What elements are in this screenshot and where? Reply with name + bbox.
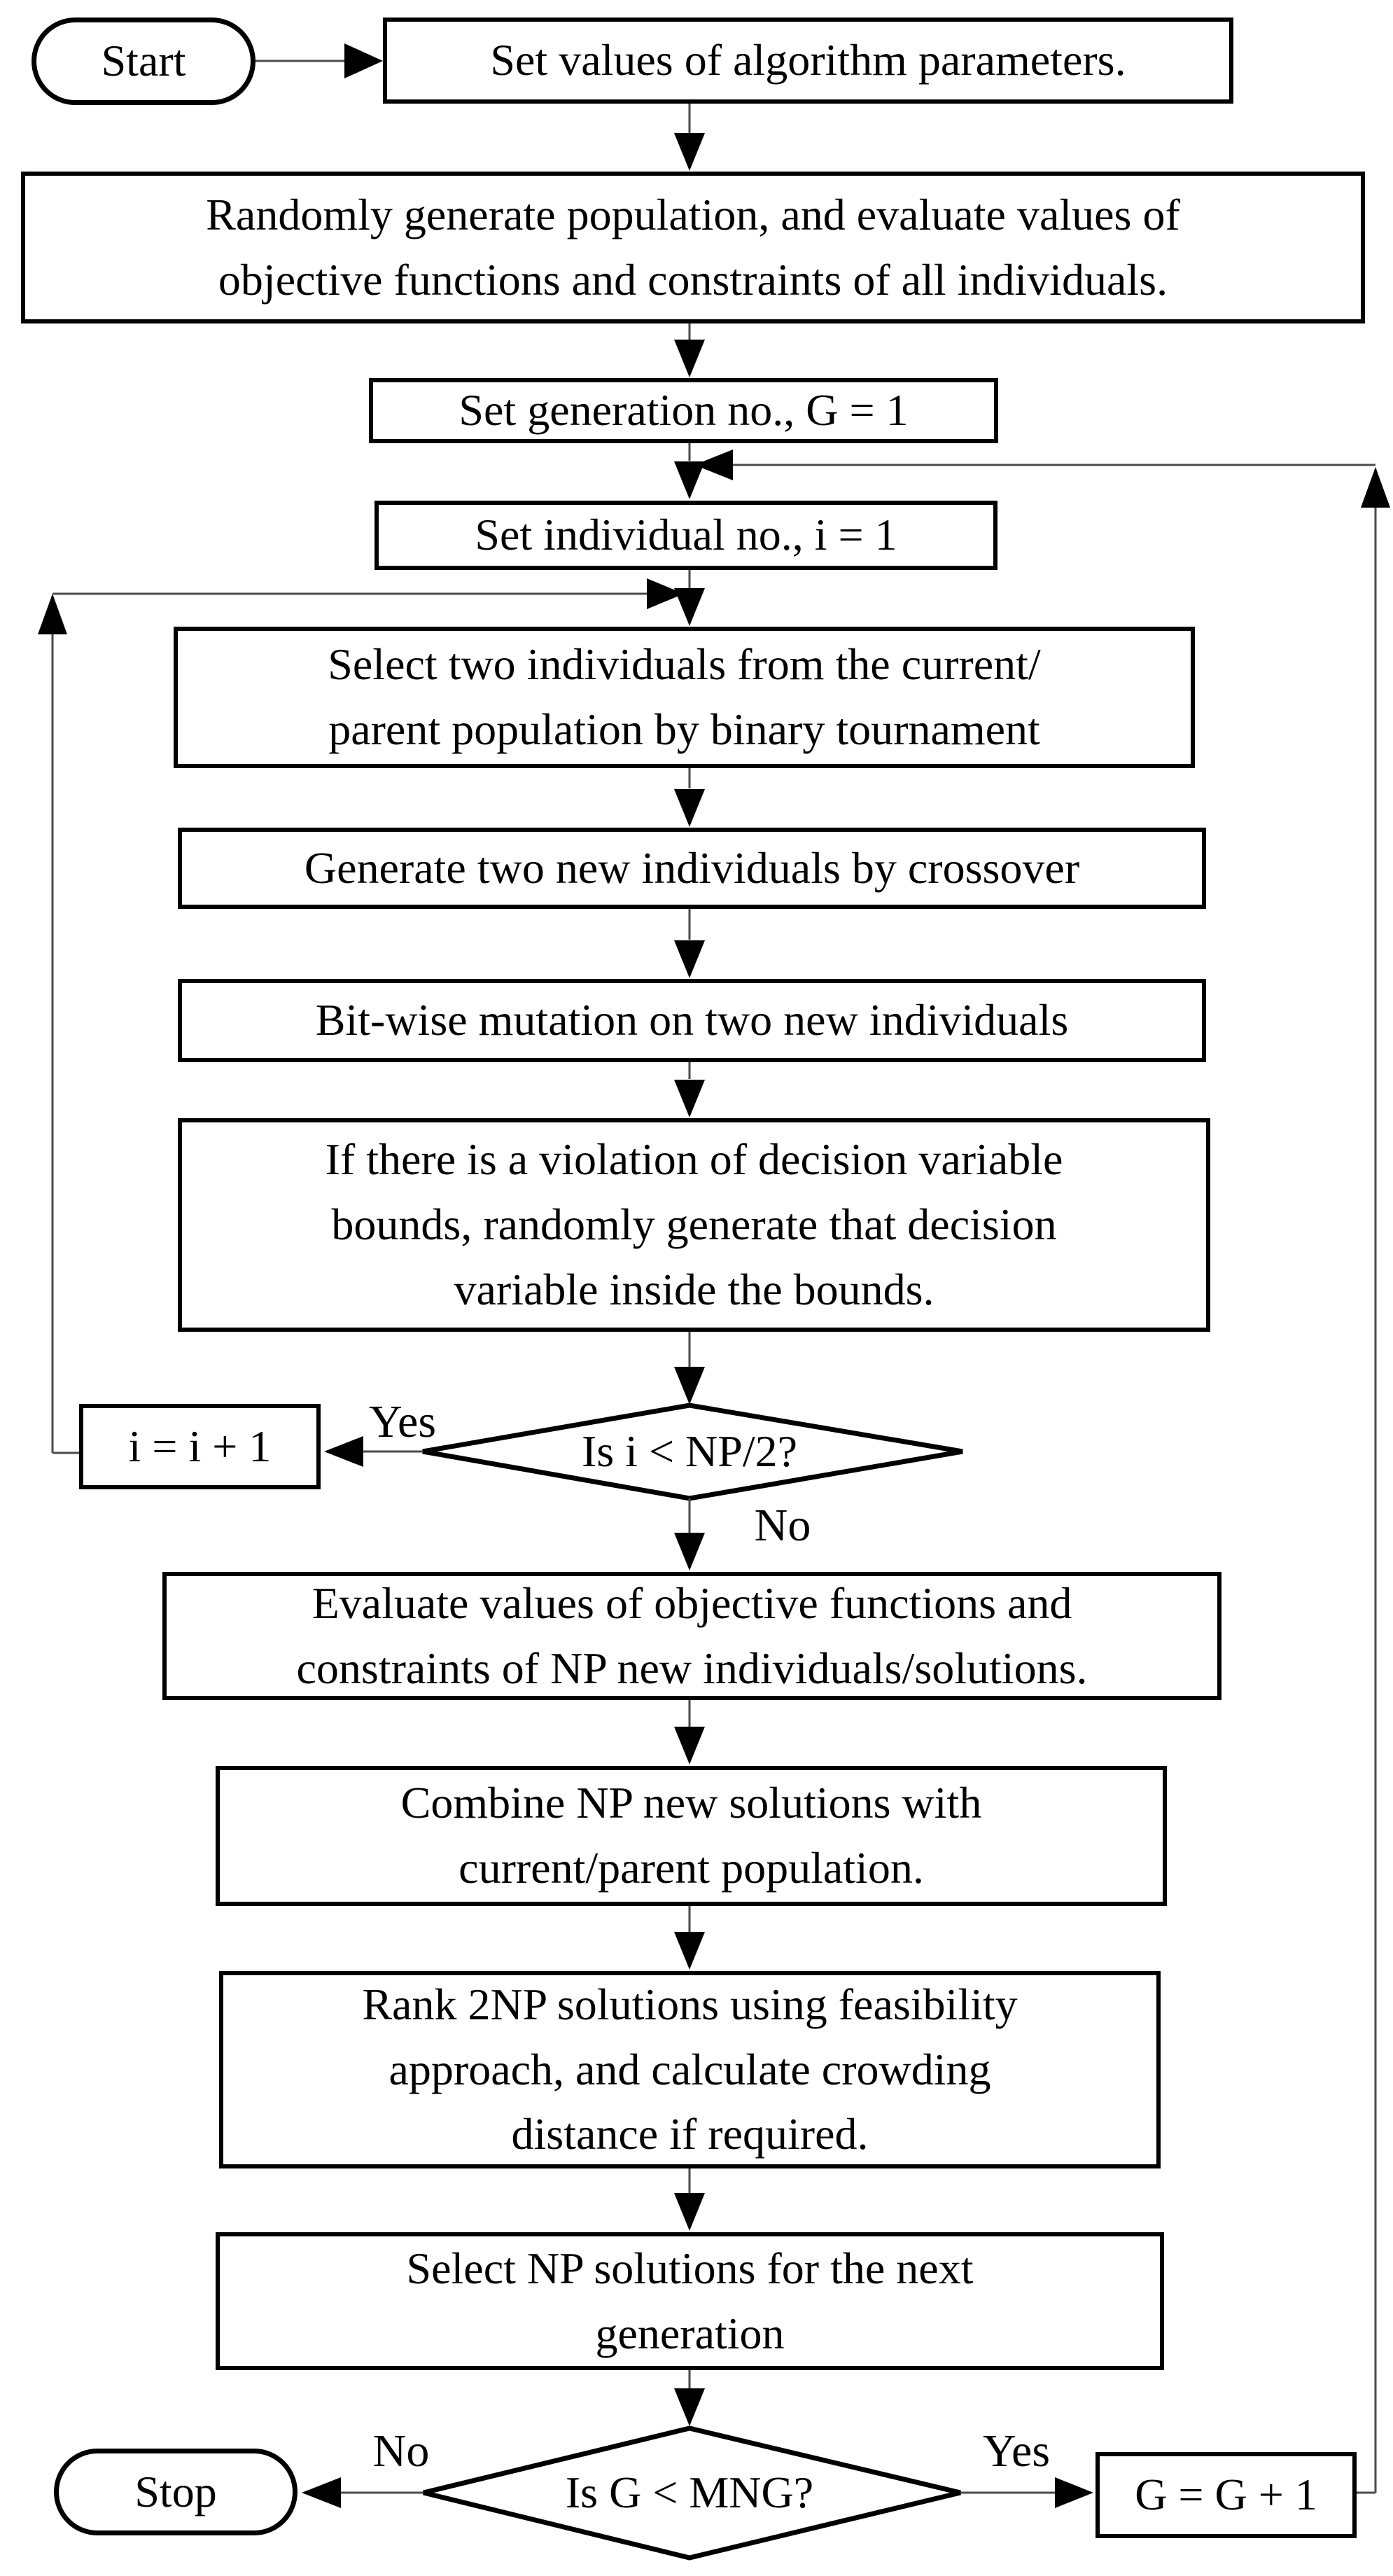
process-mutation-text: Bit-wise mutation on two new individuals	[315, 995, 1069, 1045]
process-select-np-line1: Select NP solutions for the next	[406, 2243, 974, 2293]
decision-i-label: Is i < NP/2?	[581, 1426, 798, 1476]
process-evaluate: Evaluate values of objective functions a…	[162, 1572, 1222, 1700]
process-rank-line1: Rank 2NP solutions using feasibility	[362, 1979, 1018, 2029]
process-select-two-line2: parent population by binary tournament	[328, 704, 1040, 754]
arrowhead-into-population	[674, 133, 705, 171]
arrowhead-g-feedback-left	[694, 450, 733, 480]
process-set-parameters-text: Set values of algorithm parameters.	[490, 35, 1126, 85]
process-increment-i-text: i = i + 1	[128, 1421, 272, 1471]
process-select-two-individuals: Select two individuals from the current/…	[174, 627, 1195, 768]
arrowhead-into-incrementi	[324, 1436, 363, 1467]
process-generate-population: Randomly generate population, and evalua…	[21, 172, 1365, 323]
start-terminator: Start	[31, 18, 255, 105]
arrowhead-into-decisiong	[674, 2388, 705, 2426]
arrowhead-into-setindividual	[674, 461, 705, 499]
process-set-generation: Set generation no., G = 1	[369, 378, 998, 443]
process-select-two-line1: Select two individuals from the current/	[328, 639, 1041, 690]
decision-g-yes-label: Yes	[982, 2425, 1051, 2477]
process-combine-line1: Combine NP new solutions with	[400, 1778, 982, 1828]
process-generate-population-line1: Randomly generate population, and evalua…	[206, 189, 1180, 239]
stop-label: Stop	[134, 2466, 217, 2516]
process-rank-line3: distance if required.	[511, 2109, 869, 2159]
decision-i-no-label: No	[754, 1500, 811, 1551]
process-set-parameters: Set values of algorithm parameters.	[383, 18, 1233, 104]
process-evaluate-line1: Evaluate values of objective functions a…	[312, 1578, 1072, 1628]
arrowhead-i-feedback-right	[647, 578, 684, 609]
arrowhead-into-evaluate	[674, 1533, 705, 1571]
process-increment-g: G = G + 1	[1096, 2452, 1357, 2538]
decision-i-diamond	[422, 1402, 963, 1501]
process-rank: Rank 2NP solutions using feasibility app…	[219, 1971, 1161, 2168]
process-evaluate-line2: constraints of NP new individuals/soluti…	[296, 1643, 1088, 1693]
arrowhead-into-rank	[674, 1932, 705, 1970]
process-rank-line2: approach, and calculate crowding	[388, 2044, 991, 2094]
decision-g-no-label: No	[372, 2425, 430, 2477]
process-crossover: Generate two new individuals by crossove…	[178, 828, 1206, 909]
process-generate-population-line2: objective functions and constraints of a…	[218, 254, 1168, 305]
arrowhead-g-feedback-up	[1361, 467, 1390, 508]
process-mutation: Bit-wise mutation on two new individuals	[178, 979, 1206, 1062]
process-crossover-text: Generate two new individuals by crossove…	[304, 842, 1080, 893]
process-set-individual-text: Set individual no., i = 1	[475, 510, 897, 560]
decision-i-yes-label: Yes	[368, 1396, 437, 1447]
arrowhead-into-crossover	[674, 789, 705, 827]
process-bounds-check-line3: variable inside the bounds.	[454, 1264, 934, 1314]
arrowhead-into-mutation	[674, 940, 705, 978]
process-increment-i: i = i + 1	[79, 1404, 321, 1489]
arrowhead-into-setparams	[344, 43, 383, 78]
arrowhead-into-bounds	[674, 1080, 705, 1118]
arrowhead-into-selectnp	[674, 2193, 705, 2231]
stop-terminator: Stop	[54, 2449, 298, 2535]
arrowhead-i-feedback-up	[38, 594, 67, 634]
arrowhead-into-combine	[674, 1727, 705, 1764]
process-increment-g-text: G = G + 1	[1135, 2470, 1317, 2520]
process-select-np: Select NP solutions for the next generat…	[216, 2232, 1164, 2370]
process-set-individual: Set individual no., i = 1	[374, 501, 997, 570]
process-combine: Combine NP new solutions with current/pa…	[216, 1766, 1167, 1906]
start-label: Start	[101, 36, 186, 86]
arrowhead-into-incrementg	[1055, 2477, 1093, 2508]
process-bounds-check-line1: If there is a violation of decision vari…	[325, 1134, 1063, 1185]
decision-g-label: Is G < MNG?	[565, 2467, 814, 2517]
arrowhead-into-selecttwo	[674, 588, 705, 626]
process-bounds-check: If there is a violation of decision vari…	[178, 1118, 1210, 1332]
process-combine-line2: current/parent population.	[458, 1843, 924, 1893]
arrowhead-into-decisioni	[674, 1367, 705, 1405]
process-set-generation-text: Set generation no., G = 1	[458, 385, 909, 436]
arrowhead-into-setgeneration	[674, 340, 705, 377]
process-bounds-check-line2: bounds, randomly generate that decision	[331, 1199, 1057, 1250]
process-select-np-line2: generation	[595, 2308, 785, 2358]
arrowhead-into-stop	[302, 2477, 341, 2508]
